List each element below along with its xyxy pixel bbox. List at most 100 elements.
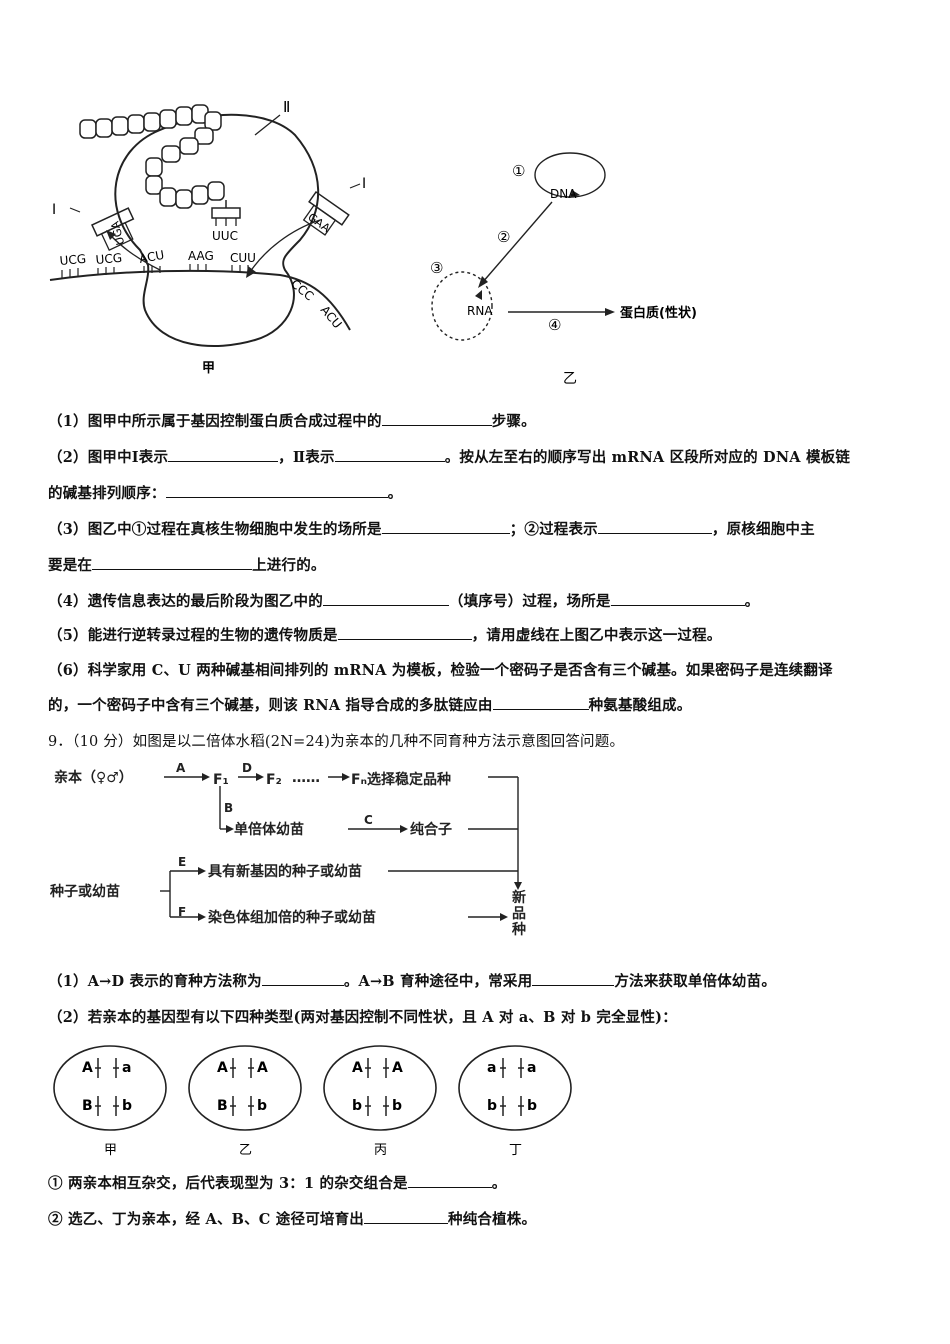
svg-text:染色体组加倍的种子或幼苗: 染色体组加倍的种子或幼苗: [208, 909, 376, 926]
svg-text:具有新基因的种子或幼苗: 具有新基因的种子或幼苗: [207, 863, 362, 880]
circle-4: ④: [548, 316, 561, 334]
label-rna: RNA: [467, 304, 493, 318]
polypeptide-chain: [79, 104, 225, 209]
svg-text:B: B: [224, 801, 233, 815]
label-trna-right: Ⅰ: [362, 176, 366, 192]
allele-label: a: [487, 1060, 496, 1076]
svg-text:CUU: CUU: [230, 251, 256, 265]
svg-text:新: 新: [512, 889, 526, 906]
rna-replication-loop: [431, 271, 493, 341]
svg-text:UUC: UUC: [212, 229, 238, 243]
question-3-line1: （3）图乙中①过程在真核生物细胞中发生的场所是；②过程表示，原核细胞中主: [48, 519, 815, 538]
allele-label: a: [527, 1060, 536, 1076]
allele-label: A: [352, 1060, 363, 1076]
question-4: （4）遗传信息表达的最后阶段为图乙中的（填序号）过程，场所是。: [48, 591, 760, 610]
svg-text:F: F: [178, 905, 186, 919]
answer-blank[interactable]: [261, 971, 344, 986]
svg-text:E: E: [178, 855, 186, 869]
allele-label: b: [122, 1098, 132, 1114]
question-2-line2: 的碱基排列顺序：。: [48, 483, 403, 502]
allele-label: A: [82, 1060, 93, 1076]
question-3-line2: 要是在上进行的。: [48, 555, 326, 574]
question-9-title: 9．（10 分）如图是以二倍体水稻(2N=24)为亲本的几种不同育种方法示意图回…: [48, 734, 625, 750]
svg-text:种: 种: [511, 921, 526, 938]
allele-label: a: [122, 1060, 131, 1076]
cell-outline: [323, 1045, 437, 1131]
allele-label: b: [257, 1098, 267, 1114]
arrow-transcription: [481, 201, 553, 284]
arrow-trna-enter: [249, 219, 321, 273]
trna-left: UGA: [91, 207, 135, 251]
svg-text:UGA: UGA: [108, 219, 127, 246]
answer-blank[interactable]: [381, 519, 510, 534]
svg-text:纯合子: 纯合子: [410, 821, 452, 838]
allele-label: A: [217, 1060, 228, 1076]
answer-blank[interactable]: [407, 1173, 492, 1188]
question-9-1: （1）A→D 表示的育种方法称为。A→B 育种途径中，常采用方法来获取单倍体幼苗…: [48, 971, 777, 990]
ribosome-outline: [114, 113, 320, 347]
svg-text:A: A: [176, 761, 186, 775]
question-1: （1）图甲中所示属于基因控制蛋白质合成过程中的步骤。: [48, 411, 536, 430]
answer-blank[interactable]: [322, 591, 449, 606]
cell-label: 乙: [239, 1143, 252, 1158]
svg-text:种子或幼苗: 种子或幼苗: [49, 883, 120, 900]
question-6-line2: 的，一个密码子中含有三个碱基，则该 RNA 指导合成的多肽链应由种氨基酸组成。: [48, 695, 692, 714]
answer-blank[interactable]: [168, 447, 279, 462]
question-2-line1: （2）图甲中Ⅰ表示，Ⅱ表示。按从左至右的顺序写出 mRNA 区段所对应的 DNA…: [48, 447, 851, 466]
answer-blank[interactable]: [492, 695, 589, 710]
answer-blank[interactable]: [334, 447, 445, 462]
caption-jia: 甲: [202, 361, 215, 376]
trna-middle: UUC: [211, 200, 241, 243]
figure-jia: Ⅱ UUC UGA Ⅰ GAA Ⅰ UCG UCG ACU AAG CUU: [49, 98, 366, 376]
dna-replication-loop: [534, 152, 606, 198]
svg-text:AAG: AAG: [188, 249, 214, 263]
svg-text:亲本（♀♂）: 亲本（♀♂）: [54, 769, 133, 786]
svg-text:UCG: UCG: [59, 252, 87, 268]
svg-text:C: C: [364, 813, 373, 827]
cell-label: 丁: [509, 1143, 522, 1158]
question-9-2: （2）若亲本的基因型有以下四种类型(两对基因控制不同性状，且 A 对 a、B 对…: [48, 1009, 677, 1026]
svg-text:F₂: F₂: [266, 772, 282, 788]
allele-label: b: [352, 1098, 362, 1114]
figure-yi: DNA ① ② RNA ③ ④ 蛋白质(性状) 乙: [430, 152, 697, 387]
allele-label: b: [392, 1098, 402, 1114]
cell-label: 丙: [374, 1143, 387, 1158]
svg-text:UCG: UCG: [95, 251, 123, 267]
arrow-trna-leave: [109, 234, 161, 271]
trna-right: GAA: [302, 190, 350, 236]
svg-text:ACU: ACU: [138, 248, 165, 266]
answer-blank[interactable]: [381, 411, 492, 426]
allele-label: B: [217, 1098, 228, 1114]
label-trna-left: Ⅰ: [52, 202, 56, 218]
circle-2: ②: [497, 228, 510, 246]
answer-blank[interactable]: [610, 591, 745, 606]
answer-blank[interactable]: [532, 971, 615, 986]
label-dna: DNA: [550, 187, 577, 201]
cell-outline: [458, 1045, 572, 1131]
answer-blank[interactable]: [364, 1209, 448, 1224]
answer-blank[interactable]: [165, 483, 388, 498]
question-5: （5）能进行逆转录过程的生物的遗传物质是，请用虚线在上图乙中表示这一过程。: [48, 625, 722, 644]
label-ribosome: Ⅱ: [283, 98, 290, 116]
question-9-2-2: ② 选乙、丁为亲本，经 A、B、C 途径可培育出种纯合植株。: [48, 1209, 537, 1228]
cell-outline: [53, 1045, 167, 1131]
svg-text:单倍体幼苗: 单倍体幼苗: [234, 821, 304, 838]
allele-label: b: [527, 1098, 537, 1114]
answer-blank[interactable]: [597, 519, 712, 534]
circle-3: ③: [430, 259, 443, 277]
circle-1: ①: [512, 162, 525, 180]
breeding-flowchart: 亲本（♀♂） A F₁ D F₂ …… Fₙ选择稳定品种 B 单倍体幼苗 C 纯…: [49, 761, 526, 938]
answer-blank[interactable]: [92, 555, 253, 570]
question-9-2-1: ① 两亲本相互杂交，后代表现型为 3：1 的杂交组合是。: [48, 1173, 507, 1192]
cell-label: 甲: [104, 1143, 117, 1158]
caption-yi: 乙: [563, 371, 577, 387]
allele-label: A: [257, 1060, 268, 1076]
answer-blank[interactable]: [337, 625, 472, 640]
svg-text:D: D: [242, 761, 252, 775]
svg-text:F₁: F₁: [213, 772, 229, 788]
